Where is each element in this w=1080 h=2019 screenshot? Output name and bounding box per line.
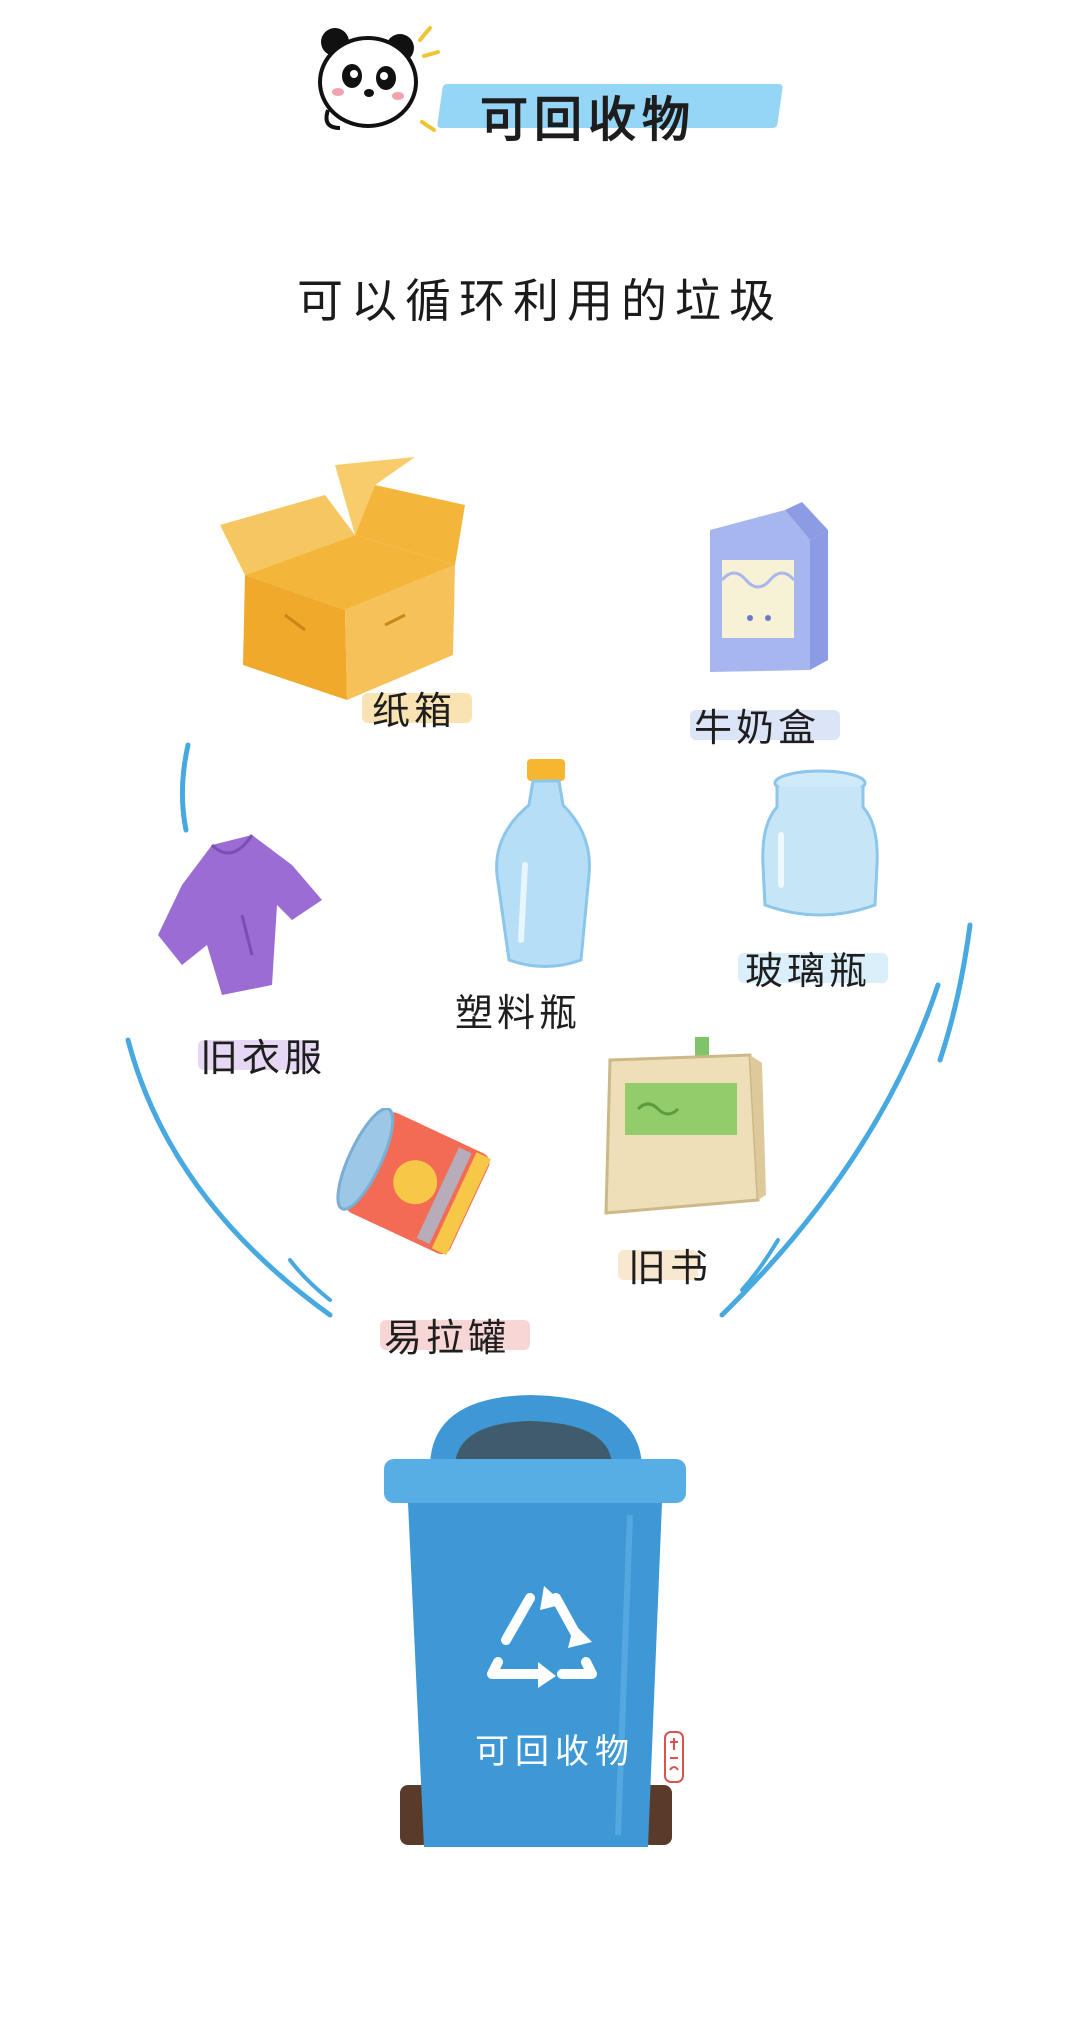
cardboard-box-icon — [220, 457, 465, 700]
item-label-carton: 纸箱 — [372, 689, 457, 733]
bin-label: 可回收物 — [475, 1732, 635, 1772]
item-label-glass-jar: 玻璃瓶 — [745, 949, 872, 993]
item-label-milk-carton: 牛奶盒 — [694, 706, 821, 750]
shirt-icon — [158, 834, 322, 995]
milk-carton-icon — [710, 502, 828, 672]
soda-can-icon — [336, 1108, 492, 1256]
label-highlight — [618, 1250, 698, 1280]
decorative-arcs — [125, 742, 973, 1318]
seal-icon — [664, 1731, 684, 1783]
glass-jar-icon — [761, 769, 879, 917]
item-label-old-book: 旧书 — [628, 1246, 713, 1290]
recycle-icon — [487, 1586, 597, 1688]
panda-icon — [318, 26, 440, 132]
item-label-plastic-bottle: 塑料瓶 — [455, 991, 582, 1035]
label-highlight — [690, 710, 840, 740]
label-highlight — [380, 1320, 530, 1350]
item-label-old-clothes: 旧衣服 — [200, 1036, 327, 1080]
page-subtitle: 可以循环利用的垃圾 — [297, 274, 783, 328]
page-title: 可回收物 — [480, 92, 697, 148]
title-group: 可回收物 — [300, 10, 800, 150]
label-highlight — [738, 953, 888, 983]
item-label-soda-can: 易拉罐 — [384, 1316, 511, 1360]
label-highlight — [198, 1040, 318, 1070]
book-icon — [604, 1037, 766, 1215]
label-highlight — [362, 693, 472, 723]
plastic-bottle-icon — [495, 759, 591, 968]
